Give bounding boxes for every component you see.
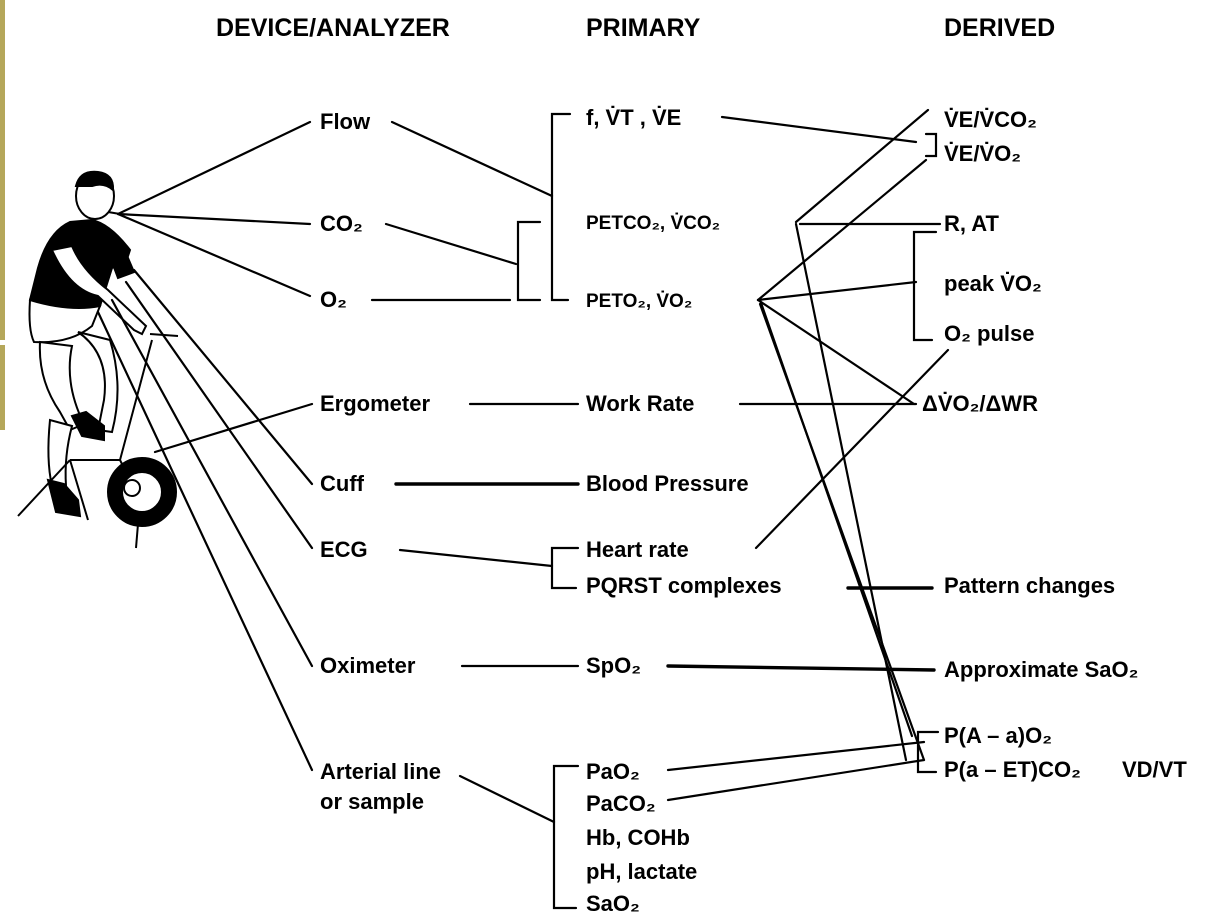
device-ergometer: Ergometer xyxy=(320,392,430,416)
device-flow: Flow xyxy=(320,110,370,134)
derived-ve-vo2: V̇E/V̇O₂ xyxy=(944,142,1021,166)
header-primary: PRIMARY xyxy=(586,14,700,42)
derived-ve-vco2: V̇E/V̇CO₂ xyxy=(944,108,1037,132)
derived-p-a-et-co2: P(a – ET)CO₂ xyxy=(944,758,1081,782)
derived-o2-pulse: O₂ pulse xyxy=(944,322,1034,346)
primary-peto2-vo2: PETO₂, V̇O₂ xyxy=(586,290,692,314)
derived-p-a-a-o2: P(A – a)O₂ xyxy=(944,724,1052,748)
device-arterial-line: Arterial line xyxy=(320,760,441,784)
primary-blood-pressure: Blood Pressure xyxy=(586,472,749,496)
primary-f-vt-ve: f, V̇T , V̇E xyxy=(586,106,681,130)
primary-pao2: PaO₂ xyxy=(586,760,640,784)
derived-r-at: R, AT xyxy=(944,212,999,236)
device-oximeter: Oximeter xyxy=(320,654,415,678)
derived-peak-vo2: peak V̇O₂ xyxy=(944,272,1042,296)
header-device-analyzer: DEVICE/ANALYZER xyxy=(216,14,450,42)
primary-pqrst-complexes: PQRST complexes xyxy=(586,574,782,598)
device-ecg: ECG xyxy=(320,538,368,562)
device-o2: O₂ xyxy=(320,288,347,312)
primary-paco2: PaCO₂ xyxy=(586,792,656,816)
device-cuff: Cuff xyxy=(320,472,364,496)
primary-work-rate: Work Rate xyxy=(586,392,694,416)
derived-vd-vt: VD/VT xyxy=(1122,758,1187,782)
primary-sao2: SaO₂ xyxy=(586,892,640,916)
primary-spo2: SpO₂ xyxy=(586,654,641,678)
device-or-sample: or sample xyxy=(320,790,424,814)
derived-dvo2-dwr: ΔV̇O₂/ΔWR xyxy=(922,392,1038,416)
derived-approximate-sao2: Approximate SaO₂ xyxy=(944,658,1138,682)
primary-hb-cohb: Hb, COHb xyxy=(586,826,690,850)
primary-heart-rate: Heart rate xyxy=(586,538,689,562)
primary-petco2-vco2: PETCO₂, V̇CO₂ xyxy=(586,212,720,236)
primary-ph-lactate: pH, lactate xyxy=(586,860,697,884)
header-derived: DERIVED xyxy=(944,14,1055,42)
derived-pattern-changes: Pattern changes xyxy=(944,574,1115,598)
device-co2: CO₂ xyxy=(320,212,363,236)
